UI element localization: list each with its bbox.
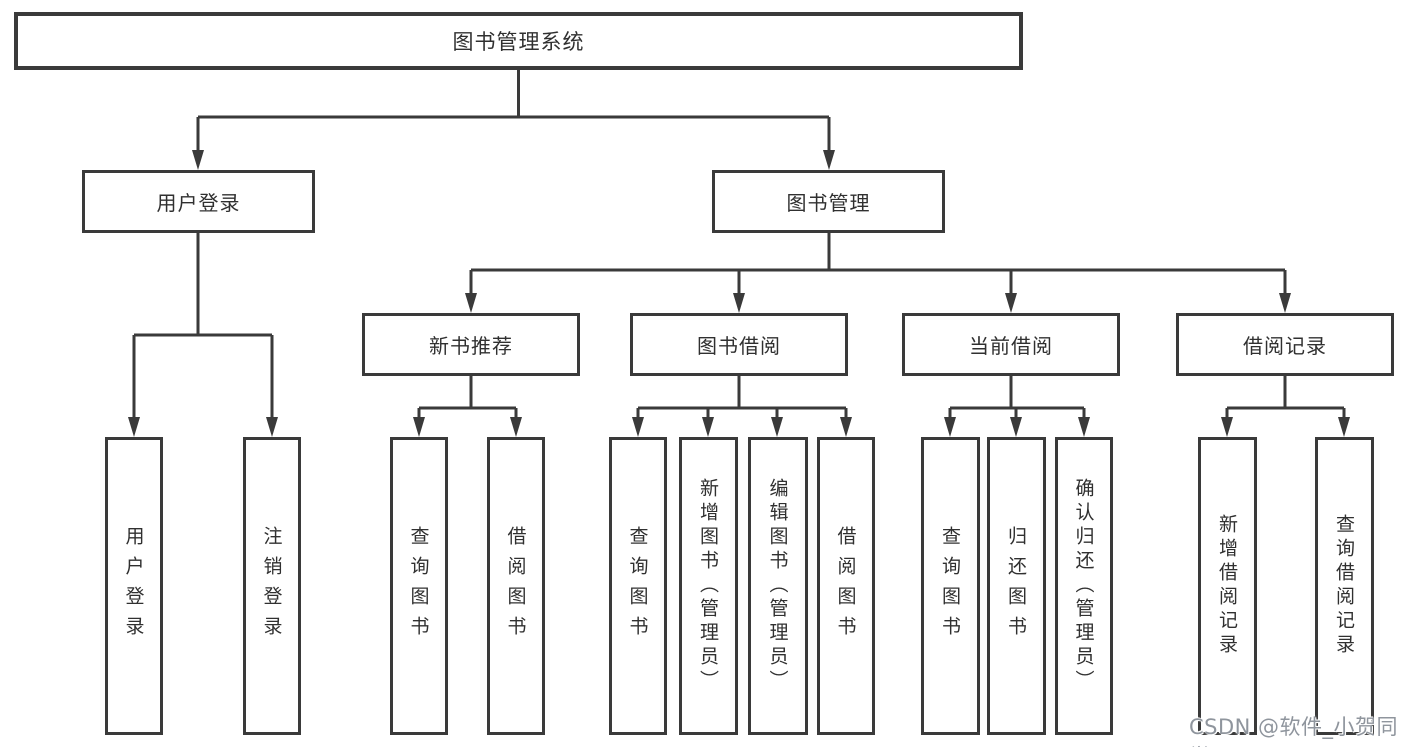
- connector-bookmgmt-to-level3: [469, 233, 1287, 295]
- connector-records-to-leaves: [1225, 376, 1346, 419]
- node-library-management-system: 图书管理系统: [14, 12, 1023, 70]
- leaf-logout: 注销登录: [243, 437, 301, 735]
- connector-root-to-level2: [196, 70, 831, 152]
- leaf-query-books-current: 查询图书: [921, 437, 980, 735]
- csdn-watermark: CSDN @软件_小贺同学: [1189, 715, 1399, 747]
- node-book-management: 图书管理: [712, 170, 945, 233]
- node-new-book-recommendation: 新书推荐: [362, 313, 580, 376]
- leaf-edit-books-admin: 编辑图书（管理员）: [748, 437, 808, 735]
- leaf-borrow-books-borrowing: 借阅图书: [817, 437, 875, 735]
- node-book-borrowing: 图书借阅: [630, 313, 848, 376]
- connector-newbook-to-leaves: [417, 376, 518, 419]
- connector-userlogin-to-leaves: [132, 233, 274, 419]
- leaf-confirm-return-admin: 确认归还（管理员）: [1055, 437, 1113, 735]
- node-current-borrowing: 当前借阅: [902, 313, 1120, 376]
- leaf-add-books-admin: 新增图书（管理员）: [679, 437, 738, 735]
- node-user-login: 用户登录: [82, 170, 315, 233]
- connector-borrow-to-leaves: [636, 376, 848, 419]
- leaf-borrow-books-recommend: 借阅图书: [487, 437, 545, 735]
- leaf-query-borrow-record: 查询借阅记录: [1315, 437, 1374, 735]
- leaf-return-books: 归还图书: [987, 437, 1046, 735]
- leaf-user-login: 用户登录: [105, 437, 163, 735]
- leaf-add-borrow-record: 新增借阅记录: [1198, 437, 1257, 735]
- connector-current-to-leaves: [948, 376, 1086, 419]
- leaf-query-books-recommend: 查询图书: [390, 437, 448, 735]
- arrowheads: [128, 150, 1350, 437]
- node-borrowing-records: 借阅记录: [1176, 313, 1394, 376]
- leaf-query-books-borrowing: 查询图书: [609, 437, 667, 735]
